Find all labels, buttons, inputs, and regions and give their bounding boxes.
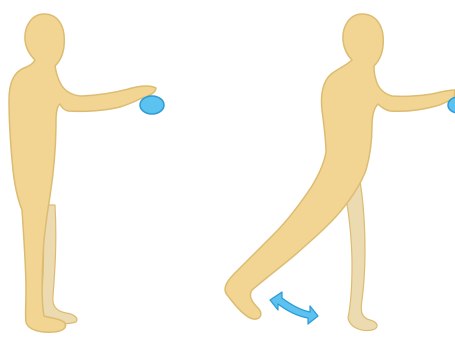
leg-extension-pose-panel (200, 0, 455, 345)
double-arrow-icon (270, 292, 318, 324)
body (225, 14, 455, 319)
standing-person-figure (0, 0, 200, 345)
standing-pose-panel (0, 0, 200, 345)
double-arrow-shape (270, 292, 318, 324)
ball-icon (140, 96, 164, 114)
body (9, 14, 156, 332)
leg-swing-person-figure (200, 0, 455, 345)
